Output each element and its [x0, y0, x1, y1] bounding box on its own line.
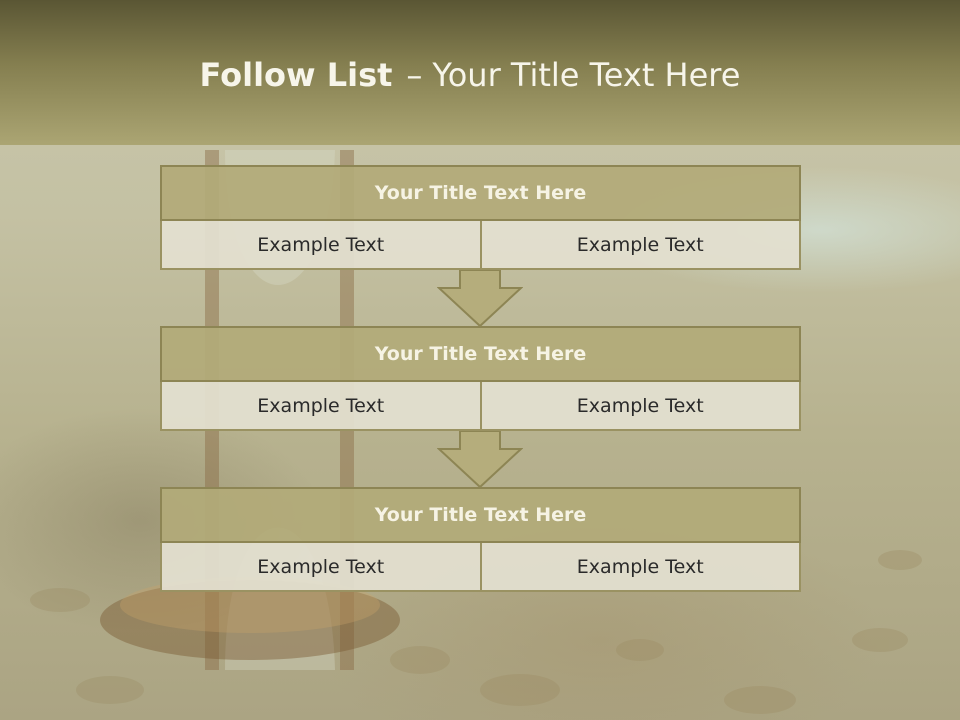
block-row: Example Text Example Text — [160, 221, 801, 270]
block-row: Example Text Example Text — [160, 382, 801, 431]
block-title: Your Title Text Here — [160, 326, 801, 382]
block-title: Your Title Text Here — [160, 165, 801, 221]
down-arrow-icon — [437, 270, 523, 328]
title-band — [0, 0, 960, 145]
flow-block-2: Your Title Text Here Example Text Exampl… — [160, 326, 801, 431]
flow-block-1: Your Title Text Here Example Text Exampl… — [160, 165, 801, 270]
block-cell-right: Example Text — [481, 543, 801, 592]
block-cell-left: Example Text — [160, 221, 482, 270]
block-title: Your Title Text Here — [160, 487, 801, 543]
block-cell-right: Example Text — [481, 221, 801, 270]
block-cell-left: Example Text — [160, 382, 482, 431]
title-bold-part: Follow List — [199, 56, 393, 94]
block-cell-right: Example Text — [481, 382, 801, 431]
block-cell-left: Example Text — [160, 543, 482, 592]
title-rest: Your Title Text Here — [432, 56, 741, 94]
block-row: Example Text Example Text — [160, 543, 801, 592]
down-arrow-icon — [437, 431, 523, 489]
slide-title: Follow List–Your Title Text Here — [0, 56, 940, 94]
flow-block-3: Your Title Text Here Example Text Exampl… — [160, 487, 801, 592]
title-separator: – — [406, 56, 423, 94]
